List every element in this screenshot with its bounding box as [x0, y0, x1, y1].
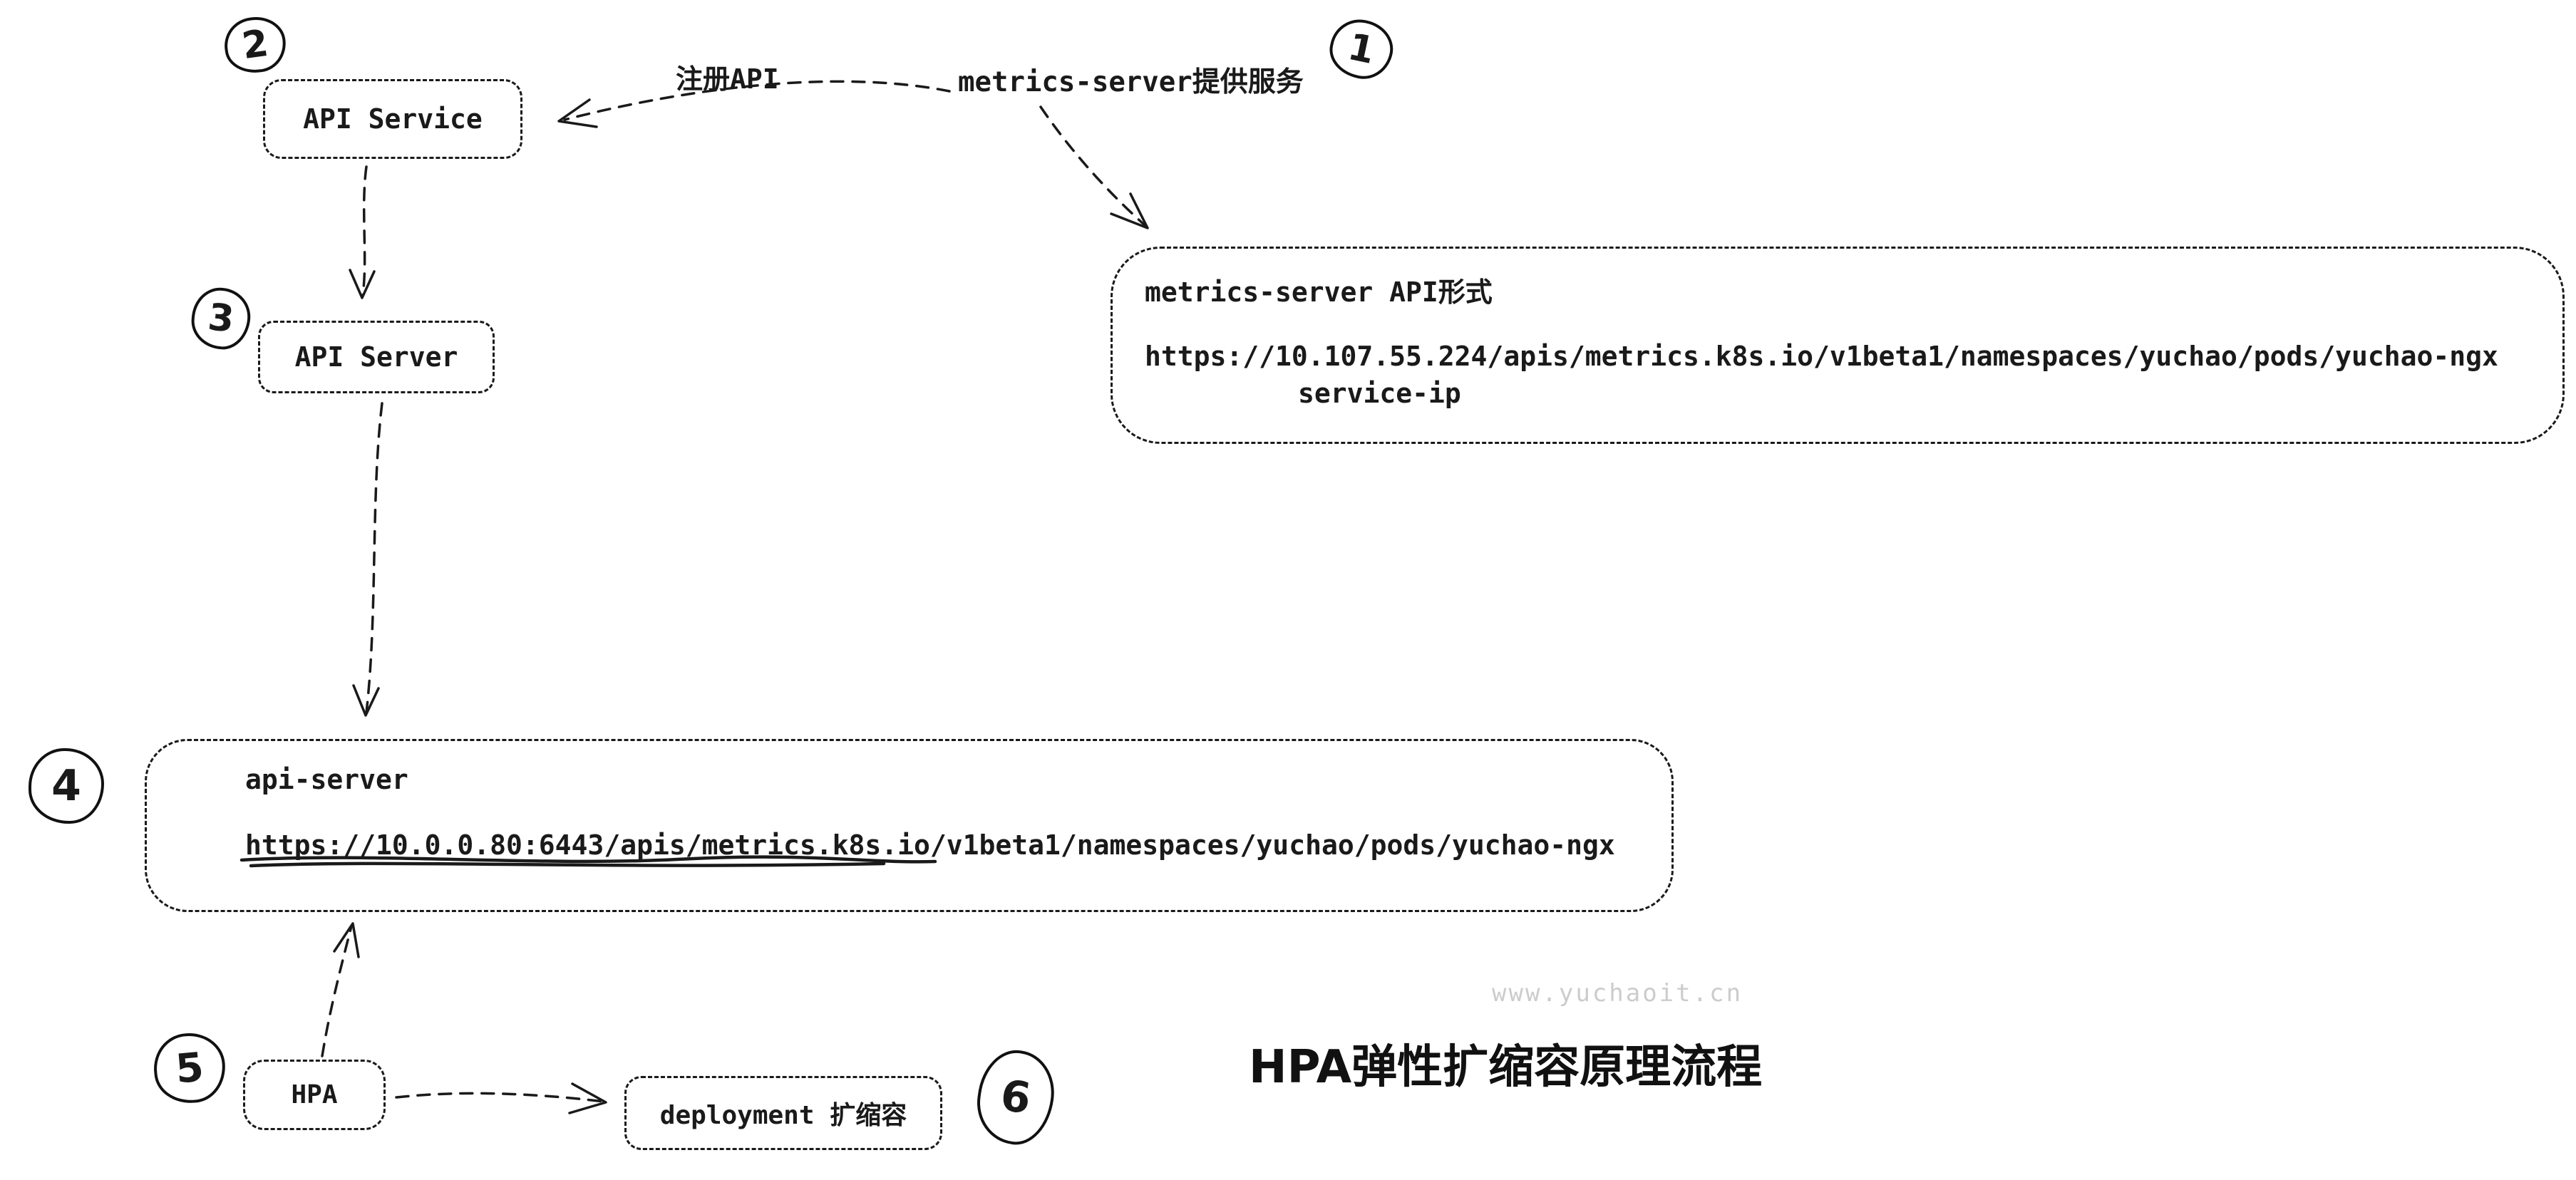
arrow-apiservice-to-apiserver [349, 165, 376, 299]
metrics-server-box: metrics-server API形式 https://10.107.55.2… [1111, 247, 2565, 444]
step-5-number: 5 [173, 1043, 206, 1093]
apiserver-box: api-server https://10.0.0.80:6443/apis/m… [145, 739, 1674, 912]
step-6-circle: 6 [972, 1045, 1060, 1149]
step-2-number: 2 [239, 21, 272, 68]
api-service-label: API Service [303, 103, 483, 135]
metrics-box-title: metrics-server API形式 [1145, 276, 1493, 308]
register-api-label: 注册API [676, 63, 779, 95]
step-5-circle: 5 [150, 1030, 229, 1107]
step-4-circle: 4 [29, 748, 104, 824]
step-4-number: 4 [51, 761, 81, 811]
apiserver-box-title: api-server [245, 764, 408, 795]
hpa-node: HPA [243, 1060, 386, 1130]
metrics-box-note: service-ip [1298, 378, 1461, 409]
arrow-apiserver-to-apiserver-box [352, 402, 383, 717]
step-1-number: 1 [1344, 25, 1379, 73]
arrow-hpa-to-apiserver-box [321, 922, 360, 1057]
watermark-text: www.yuchaoit.cn [1492, 979, 1743, 1008]
step-3-number: 3 [205, 296, 237, 341]
arrow-to-metrics-box [1039, 105, 1149, 229]
deployment-label: deployment 扩缩容 [659, 1101, 907, 1130]
hpa-label: HPA [291, 1080, 338, 1109]
step-1-circle: 1 [1324, 14, 1398, 85]
metrics-provides-label: metrics-server提供服务 [958, 66, 1304, 98]
api-service-node: API Service [263, 79, 522, 159]
diagram-title: HPA弹性扩缩容原理流程 [1249, 1041, 1763, 1094]
step-2-circle: 2 [220, 13, 290, 77]
metrics-box-url: https://10.107.55.224/apis/metrics.k8s.i… [1145, 341, 2498, 372]
api-server-label: API Server [294, 341, 458, 373]
deployment-node: deployment 扩缩容 [624, 1076, 942, 1150]
api-server-node: API Server [258, 321, 495, 393]
step-3-circle: 3 [188, 284, 254, 353]
step-6-number: 6 [997, 1070, 1034, 1124]
arrow-hpa-to-deployment [395, 1082, 607, 1114]
apiserver-box-url: https://10.0.0.80:6443/apis/metrics.k8s.… [245, 829, 1615, 861]
